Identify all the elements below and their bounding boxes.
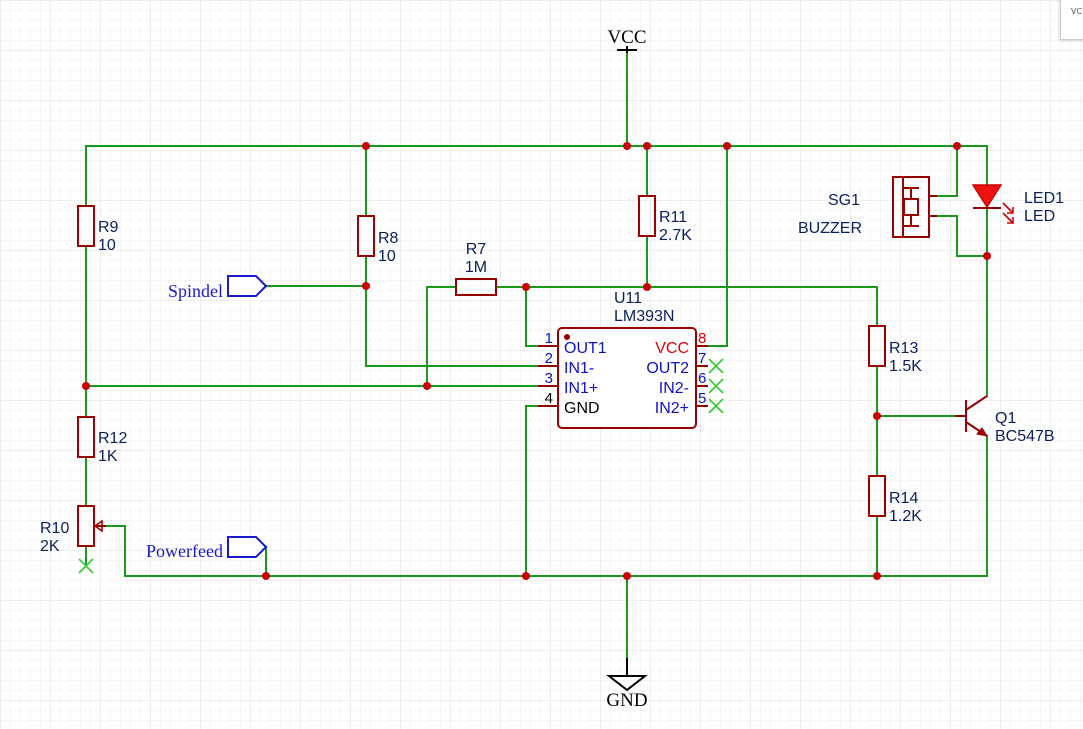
u11-pin4-num: 4 [545, 390, 553, 407]
resistor-r11[interactable]: R11 2.7K [638, 195, 692, 244]
resistor-r9[interactable]: R9 10 [77, 205, 119, 254]
led1-ref: LED1 [1024, 190, 1064, 207]
u11-pin5-num: 5 [698, 390, 706, 407]
r14-value: 1.2K [889, 508, 922, 525]
gnd-symbol[interactable]: GND [606, 658, 648, 711]
u11-pin7-name: OUT2 [646, 360, 689, 377]
u11-pin4-name: GND [564, 400, 600, 417]
r13-value: 1.5K [889, 358, 922, 375]
resistor-r13[interactable]: R13 1.5K [868, 325, 922, 375]
u11-pin7-num: 7 [698, 350, 706, 367]
r7-value: 1M [465, 259, 487, 276]
sg1-value: BUZZER [798, 220, 862, 237]
u11-pin1-num: 1 [545, 330, 553, 347]
transistor-q1[interactable]: Q1 BC547B [955, 395, 1055, 445]
u11-value: LM393N [614, 308, 674, 325]
u11-pin2-name: IN1- [564, 360, 594, 377]
vcc-label: VCC [607, 27, 646, 48]
corner-panel-tab[interactable]: VC T [1060, 0, 1083, 40]
corner-panel-label: VC T [1071, 7, 1083, 16]
buzzer-sg1[interactable]: SG1 BUZZER [798, 176, 937, 238]
r8-ref: R8 [378, 230, 399, 247]
u11-pin8-num: 8 [698, 330, 706, 347]
r11-ref: R11 [659, 209, 687, 226]
u11-pin2-num: 2 [545, 350, 553, 367]
resistor-r12[interactable]: R12 1K [77, 416, 127, 465]
r11-value: 2.7K [659, 227, 692, 244]
r14-ref: R14 [889, 490, 918, 507]
ic-u11[interactable]: U11 LM393N 1 2 3 4 8 7 6 5 OUT1 IN1- IN1… [538, 290, 708, 429]
u11-pin6-num: 6 [698, 370, 706, 387]
u11-no-connects [708, 358, 724, 414]
u11-pin5-name: IN2+ [655, 400, 689, 417]
r12-value: 1K [98, 448, 118, 465]
junctions [82, 142, 991, 580]
r13-ref: R13 [889, 340, 918, 357]
u11-pin3-name: IN1+ [564, 380, 598, 397]
r8-value: 10 [378, 248, 396, 265]
r10-no-connect [78, 558, 94, 574]
u11-pin8-name: VCC [655, 340, 689, 357]
spindel-label: Spindel [168, 281, 223, 301]
u11-ref: U11 [614, 290, 642, 307]
spindel-port[interactable]: Spindel [168, 275, 268, 301]
resistor-r7[interactable]: R7 1M [455, 241, 497, 296]
r10-value: 2K [40, 538, 60, 555]
powerfeed-port[interactable]: Powerfeed [146, 536, 268, 561]
r10-ref: R10 [40, 520, 69, 537]
u11-pin6-name: IN2- [659, 380, 689, 397]
led1-value: LED [1024, 208, 1055, 225]
r9-value: 10 [98, 237, 116, 254]
u11-pin3-num: 3 [545, 370, 553, 387]
q1-ref: Q1 [995, 410, 1016, 427]
u11-pin1-name: OUT1 [564, 340, 607, 357]
potentiometer-r10[interactable]: R10 2K [40, 505, 106, 555]
gnd-label: GND [606, 690, 647, 711]
r7-ref: R7 [466, 241, 487, 258]
r9-ref: R9 [98, 219, 119, 236]
r12-ref: R12 [98, 430, 127, 447]
resistor-r14[interactable]: R14 1.2K [868, 475, 922, 525]
q1-value: BC547B [995, 428, 1055, 445]
vcc-symbol[interactable]: VCC [607, 27, 647, 53]
led-led1[interactable]: LED1 LED [971, 184, 1064, 225]
sg1-ref: SG1 [828, 192, 860, 209]
powerfeed-label: Powerfeed [146, 541, 223, 561]
resistor-r8[interactable]: R8 10 [357, 215, 399, 265]
